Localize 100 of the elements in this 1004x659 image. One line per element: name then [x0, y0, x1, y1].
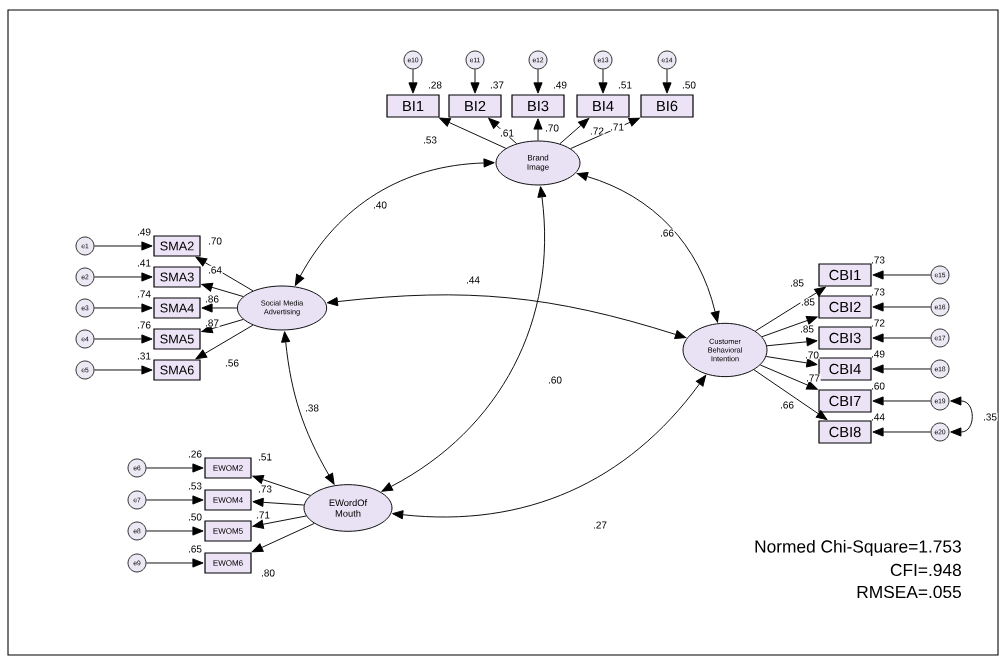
- value-label: .74: [137, 290, 151, 298]
- arrow: [145, 526, 204, 536]
- edge-label: .85: [789, 278, 805, 288]
- arrow: [93, 334, 153, 344]
- arrow: [950, 396, 973, 437]
- arrow: [93, 241, 153, 251]
- arrow: [872, 396, 932, 406]
- edge-label: .61: [499, 128, 515, 138]
- value-label: .65: [189, 545, 202, 553]
- arrow: [145, 495, 204, 505]
- arrow: [761, 316, 818, 338]
- arrow: [252, 475, 311, 496]
- indicator-box: EWOM2: [204, 457, 252, 479]
- arrow: [252, 515, 307, 529]
- indicator-box: EWOM5: [204, 520, 252, 542]
- value-label: .49: [553, 81, 567, 89]
- arrow: [251, 523, 315, 553]
- indicator-box: CBI8: [818, 420, 872, 444]
- edge-label: .44: [465, 275, 481, 285]
- arrow: [765, 356, 818, 368]
- value-label: .31: [137, 352, 151, 360]
- indicator-box: CBI3: [818, 326, 872, 350]
- arrow: [872, 364, 932, 374]
- arrow: [294, 158, 495, 286]
- edge-label: .87: [204, 318, 220, 328]
- edge-label: .70: [207, 236, 223, 246]
- edge-label: .70: [544, 123, 560, 133]
- value-label: .44: [871, 413, 885, 421]
- edge-label: .85: [799, 324, 815, 334]
- arrow: [754, 286, 826, 332]
- edge-label: .80: [260, 568, 276, 578]
- edge-label: .73: [257, 484, 273, 494]
- edge-label: .53: [422, 135, 438, 145]
- edge-label: .71: [255, 510, 271, 520]
- arrow: [533, 118, 543, 141]
- arrow: [381, 186, 547, 492]
- arrow: [408, 68, 418, 94]
- arrow: [872, 333, 932, 343]
- edge-label: .85: [800, 297, 816, 307]
- indicator-box: SMA4: [153, 297, 201, 319]
- arrow: [662, 68, 672, 94]
- value-label: .50: [682, 81, 696, 89]
- indicator-box: EWOM6: [204, 552, 252, 574]
- arrow: [559, 117, 590, 145]
- value-label: .73: [871, 288, 885, 296]
- arrow: [201, 282, 244, 297]
- arrow: [759, 364, 818, 390]
- indicator-box: CBI7: [818, 389, 872, 413]
- arrow: [439, 117, 507, 149]
- edge-label: .71: [609, 122, 625, 132]
- indicator-box: EWOM4: [204, 489, 252, 511]
- arrow: [145, 463, 204, 473]
- fit-statistic: Normed Chi-Square=1.753: [755, 539, 961, 557]
- indicator-box: BI2: [448, 94, 502, 118]
- edge-label: .66: [659, 228, 675, 238]
- edge-label: .51: [257, 452, 273, 462]
- arrow: [766, 337, 818, 347]
- arrow: [753, 369, 828, 421]
- arrow: [326, 294, 687, 339]
- edge-label: .70: [804, 350, 820, 360]
- arrow: [93, 303, 153, 313]
- edge-label: .40: [372, 200, 388, 210]
- value-label: .49: [871, 350, 885, 358]
- edge-label: .60: [547, 375, 563, 385]
- edge-label: .35: [982, 412, 998, 422]
- value-label: .41: [137, 259, 151, 267]
- indicator-box: CBI1: [818, 263, 872, 287]
- arrow: [195, 256, 254, 292]
- arrow: [252, 497, 305, 507]
- edge-label: .38: [304, 403, 320, 413]
- arrow: [93, 365, 153, 375]
- arrow: [570, 117, 641, 150]
- edge-label: .64: [207, 265, 223, 275]
- arrow: [598, 68, 608, 94]
- arrow: [576, 172, 720, 323]
- value-label: .60: [871, 382, 885, 390]
- value-label: .51: [618, 81, 632, 89]
- fit-statistic: RMSEA=.055: [857, 585, 961, 599]
- arrow: [93, 272, 153, 282]
- indicator-box: CBI2: [818, 295, 872, 319]
- value-label: .72: [871, 319, 885, 327]
- edge-label: .27: [592, 520, 608, 530]
- arrow: [195, 324, 254, 360]
- fit-statistic: CFI=.948: [890, 563, 961, 577]
- arrow: [201, 303, 238, 313]
- arrow: [533, 68, 543, 94]
- edge-label: .86: [204, 294, 220, 304]
- indicator-box: SMA3: [153, 266, 201, 288]
- arrow: [872, 302, 932, 312]
- arrow: [392, 374, 707, 520]
- indicator-box: BI3: [511, 94, 565, 118]
- value-label: .73: [871, 256, 885, 264]
- edge-label: .77: [805, 373, 821, 383]
- value-label: .50: [189, 513, 202, 521]
- indicator-box: BI1: [386, 94, 440, 118]
- value-label: .76: [137, 321, 151, 329]
- indicator-box: BI6: [640, 94, 694, 118]
- edge-label: .66: [779, 400, 795, 410]
- value-label: .28: [428, 81, 442, 89]
- edge-label: .56: [224, 358, 240, 368]
